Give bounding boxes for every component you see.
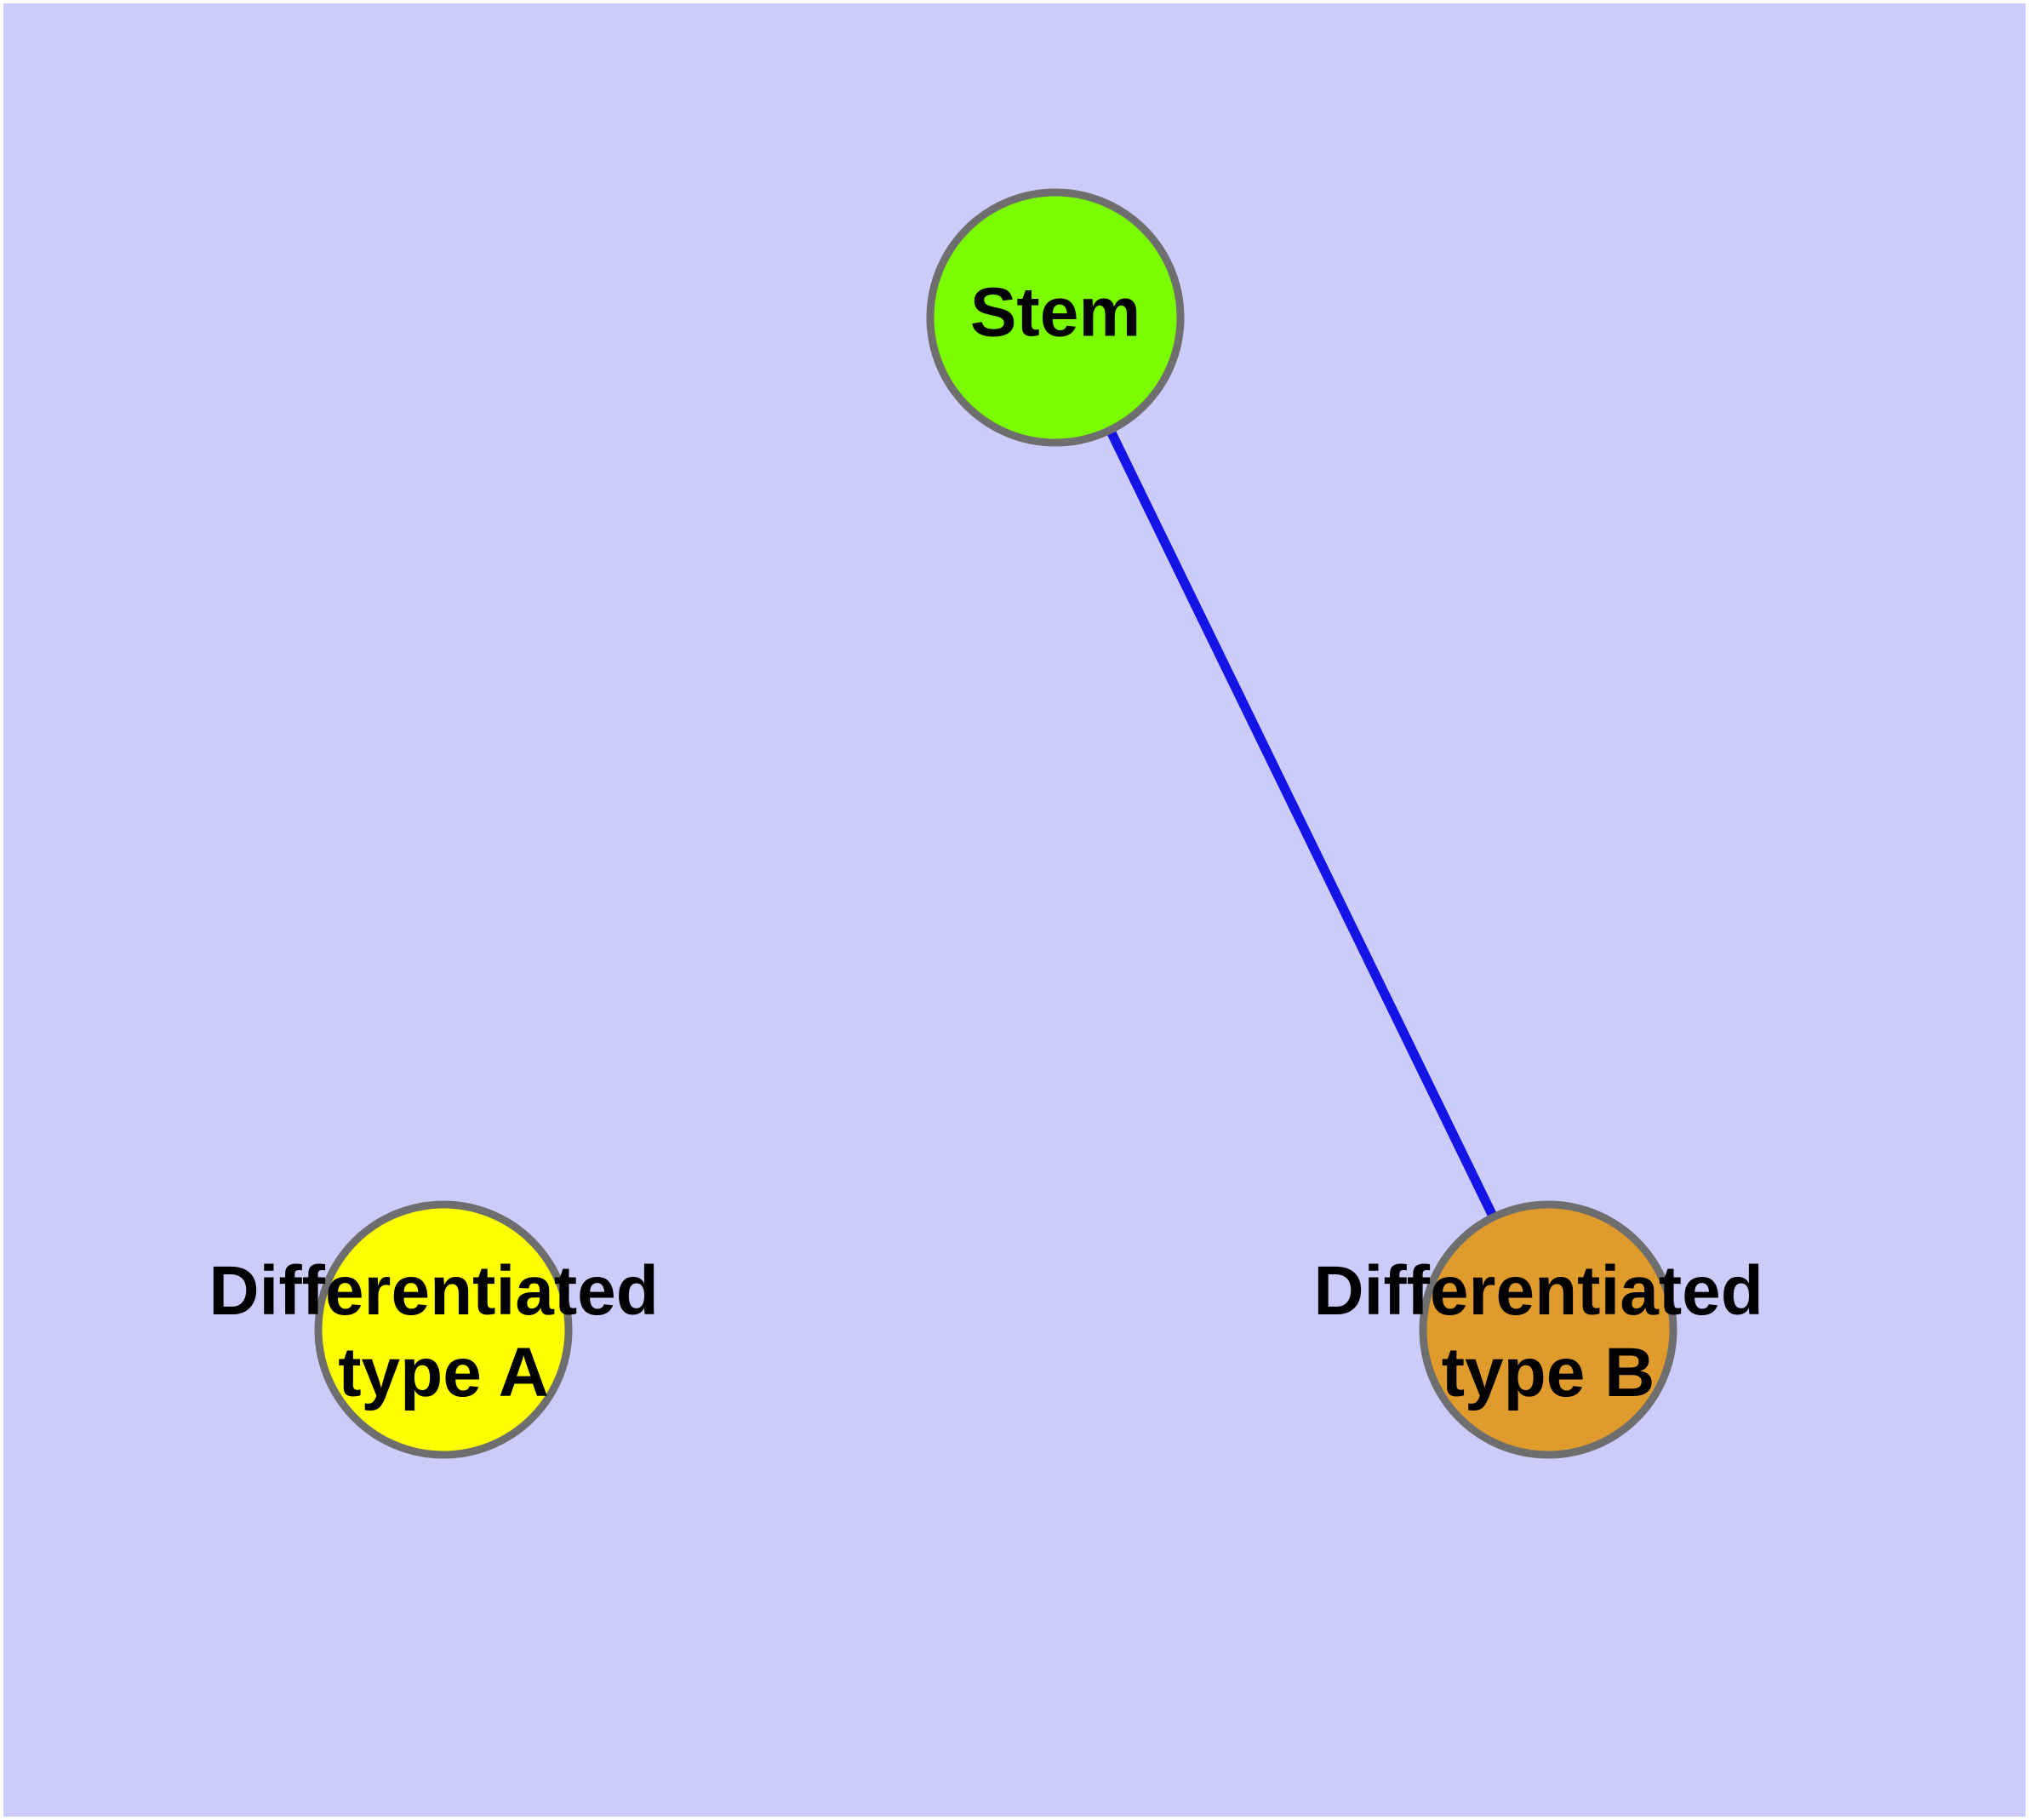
node-label-differentiated-type-a-line1: Differentiated — [209, 1252, 659, 1330]
label-layer: Stem Differentiated type A Differentiate… — [209, 274, 1782, 1411]
node-differentiated-type-b[interactable] — [1419, 1200, 1677, 1459]
edge-layer — [1051, 315, 1552, 1332]
node-label-differentiated-type-b: Differentiated type B — [1313, 1252, 1782, 1411]
node-label-differentiated-type-b-line1: Differentiated — [1313, 1252, 1763, 1330]
node-label-differentiated-type-a: Differentiated type A — [209, 1252, 677, 1411]
node-differentiated-type-a[interactable] — [314, 1200, 573, 1459]
node-label-differentiated-type-a-line2: type A — [338, 1334, 549, 1411]
node-label-differentiated-type-b-line2: type B — [1442, 1334, 1655, 1411]
node-stem[interactable] — [926, 188, 1185, 447]
node-layer — [314, 188, 1677, 1459]
edge-stem-to-differentiated-type-b[interactable] — [1051, 315, 1552, 1332]
node-label-stem: Stem — [970, 274, 1141, 352]
